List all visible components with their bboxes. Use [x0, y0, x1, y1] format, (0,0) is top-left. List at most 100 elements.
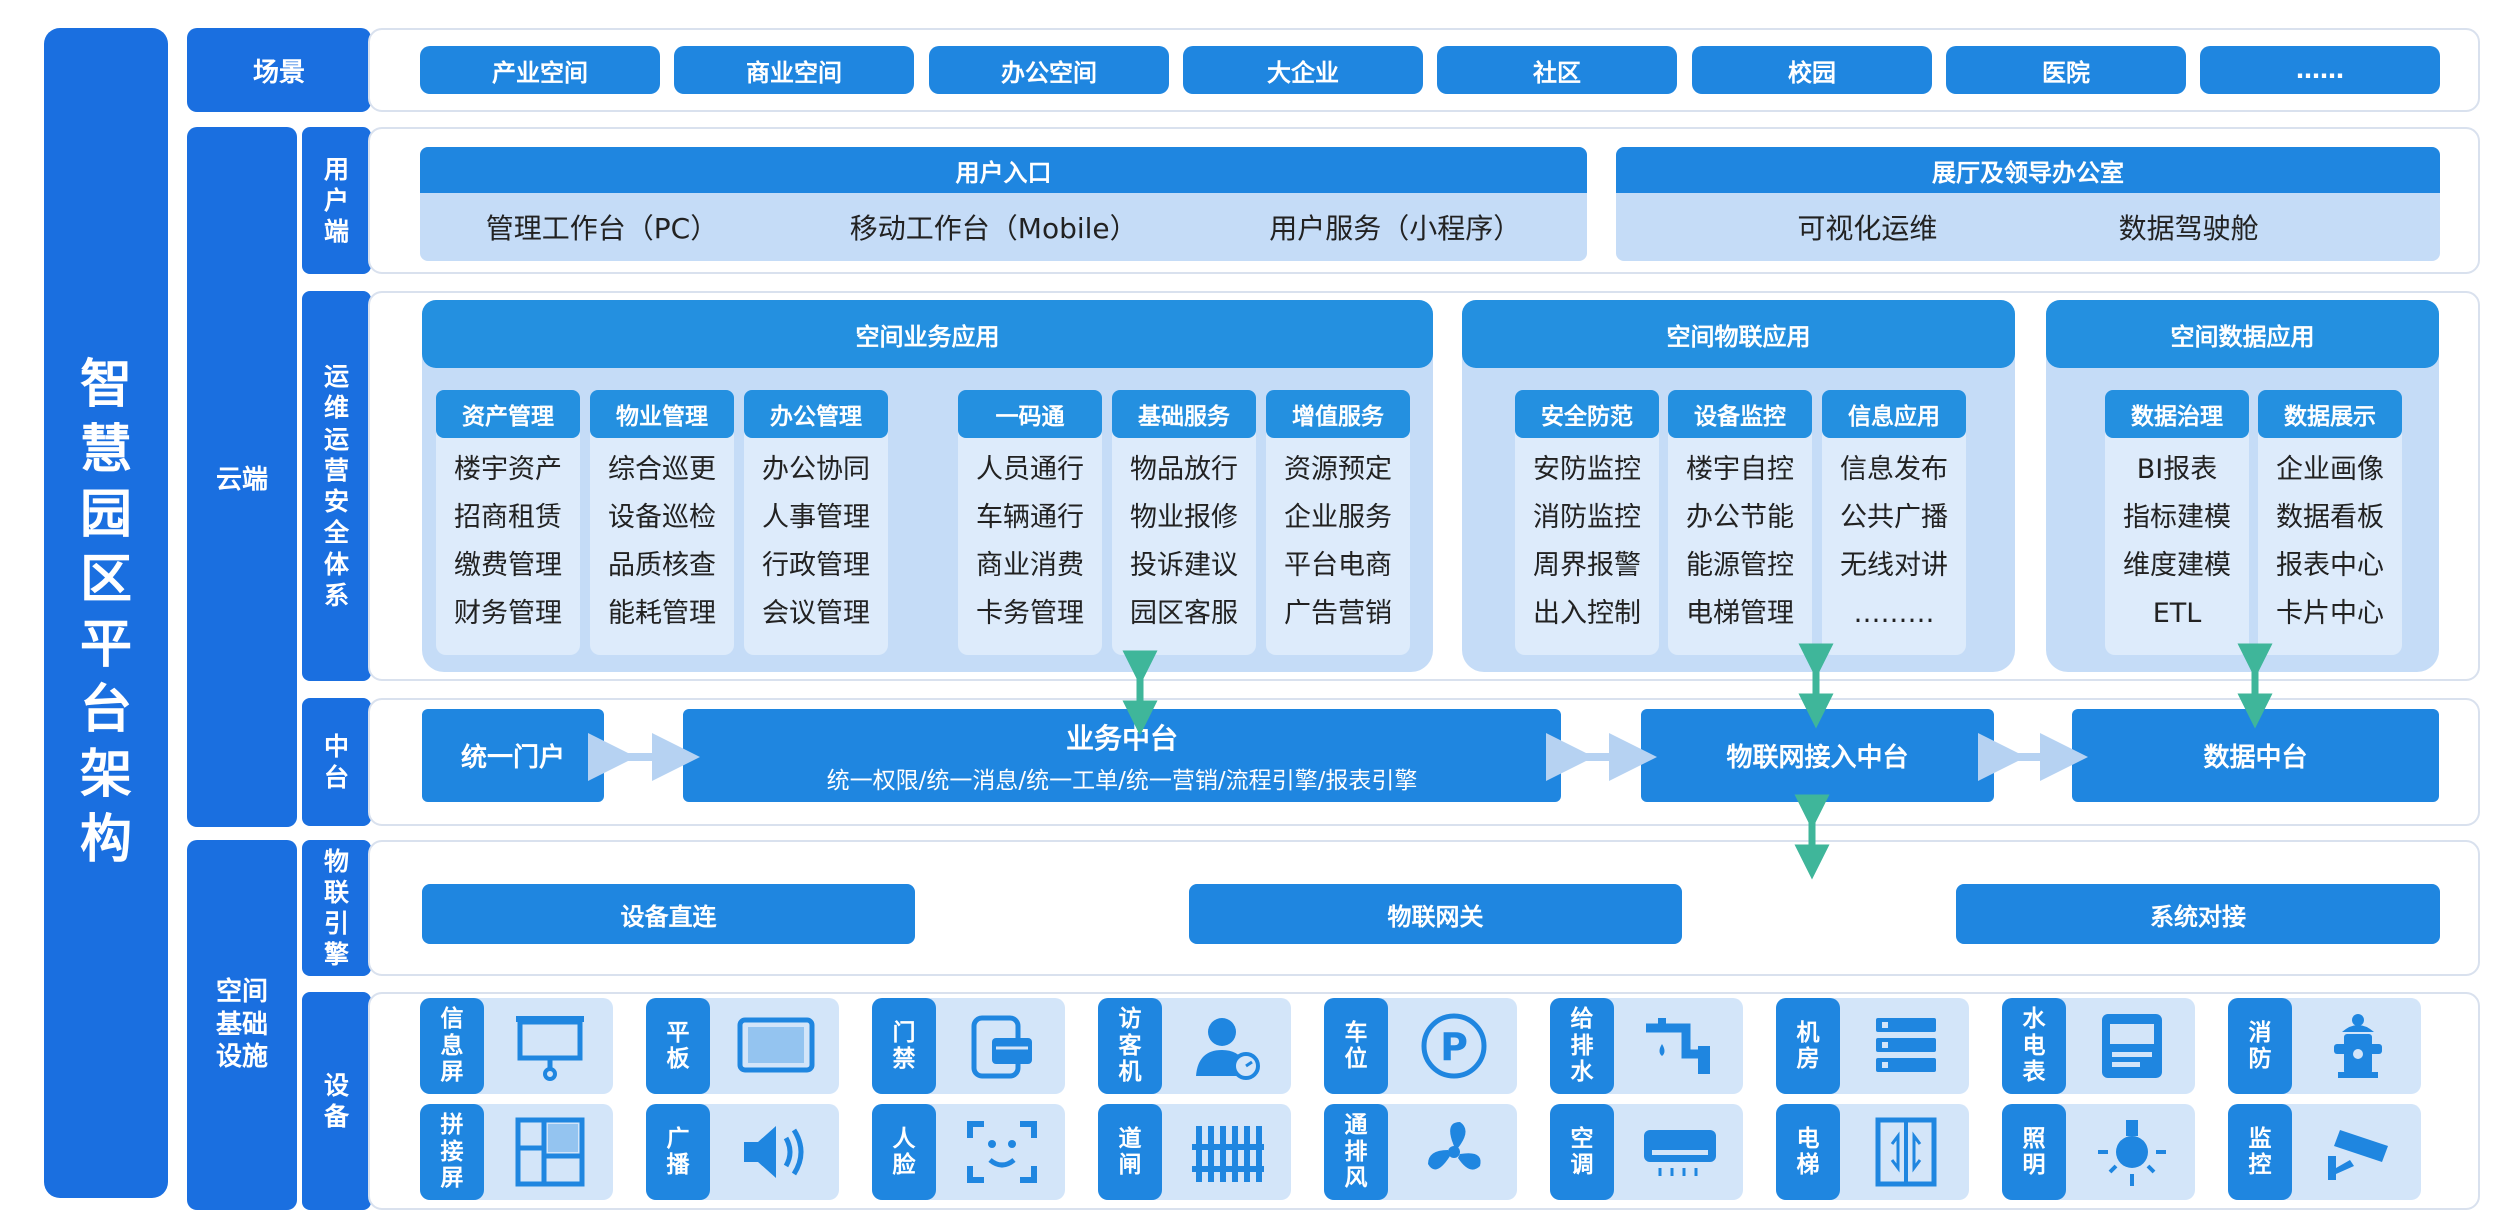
biz-column-head[interactable]: 资产管理 — [436, 390, 580, 438]
biz-column-head[interactable]: 增值服务 — [1266, 390, 1410, 438]
device-card[interactable]: 给排水 — [1550, 998, 1743, 1094]
biz-item[interactable]: 投诉建议 — [1130, 550, 1238, 581]
iot-item[interactable]: 周界报警 — [1533, 550, 1641, 581]
biz-item[interactable]: 综合巡更 — [608, 454, 716, 485]
biz-item[interactable]: 卡务管理 — [976, 598, 1084, 629]
data-item[interactable]: 数据看板 — [2276, 502, 2384, 533]
device-card[interactable]: 人脸 — [872, 1104, 1065, 1200]
data-column: 数据展示企业画像数据看板报表中心卡片中心 — [2258, 390, 2402, 655]
biz-item[interactable]: 资源预定 — [1284, 454, 1392, 485]
iot-item[interactable]: 楼宇自控 — [1686, 454, 1794, 485]
device-card[interactable]: 监控 — [2228, 1104, 2421, 1200]
scene-item[interactable]: 医院 — [1946, 46, 2186, 94]
data-column-head[interactable]: 数据展示 — [2258, 390, 2402, 438]
system-integration[interactable]: 系统对接 — [1956, 884, 2440, 944]
iot-item[interactable]: 无线对讲 — [1840, 550, 1948, 581]
unified-portal[interactable]: 统一门户 — [422, 709, 604, 802]
user-entry-mobile[interactable]: 移动工作台（Mobile） — [849, 212, 1138, 245]
user-end-label-text: 用户端 — [324, 154, 350, 247]
scene-item[interactable]: 社区 — [1437, 46, 1677, 94]
biz-item[interactable]: 楼宇资产 — [454, 454, 562, 485]
biz-column-head[interactable]: 办公管理 — [744, 390, 888, 438]
iot-column: 安全防范安防监控消防监控周界报警出入控制 — [1515, 390, 1659, 655]
biz-column-head[interactable]: 一码通 — [958, 390, 1102, 438]
iot-access-platform[interactable]: 物联网接入中台 — [1641, 709, 1994, 802]
iot-item[interactable]: 消防监控 — [1533, 502, 1641, 533]
biz-item[interactable]: 物品放行 — [1130, 454, 1238, 485]
data-item[interactable]: BI报表 — [2136, 454, 2218, 485]
cloud-label-text: 云端 — [215, 464, 268, 495]
device-card[interactable]: 平板 — [646, 998, 839, 1094]
iot-column-head[interactable]: 设备监控 — [1668, 390, 1812, 438]
iot-item[interactable]: 安防监控 — [1533, 454, 1641, 485]
biz-item[interactable]: 品质核查 — [608, 550, 716, 581]
biz-item[interactable]: 行政管理 — [762, 550, 870, 581]
scene-item[interactable]: 大企业 — [1183, 46, 1423, 94]
scene-item[interactable]: 校园 — [1692, 46, 1932, 94]
scene-item[interactable]: …… — [2200, 46, 2440, 94]
device-label-text: 平板 — [666, 1019, 690, 1072]
device-card[interactable]: 广播 — [646, 1104, 839, 1200]
data-item[interactable]: ETL — [2152, 598, 2202, 629]
iot-item[interactable]: 公共广播 — [1840, 502, 1948, 533]
device-card[interactable]: 通排风 — [1324, 1104, 1517, 1200]
device-card[interactable]: 门禁 — [872, 998, 1065, 1094]
biz-item[interactable]: 人员通行 — [976, 454, 1084, 485]
biz-item[interactable]: 园区客服 — [1130, 598, 1238, 629]
device-card[interactable]: 水电表 — [2002, 998, 2195, 1094]
iot-item[interactable]: 信息发布 — [1840, 454, 1948, 485]
biz-item[interactable]: 设备巡检 — [608, 502, 716, 533]
data-item[interactable]: 报表中心 — [2276, 550, 2384, 581]
device-card[interactable]: 空调 — [1550, 1104, 1743, 1200]
biz-item[interactable]: 缴费管理 — [454, 550, 562, 581]
biz-item[interactable]: 广告营销 — [1284, 598, 1392, 629]
biz-item[interactable]: 会议管理 — [762, 598, 870, 629]
biz-item[interactable]: 车辆通行 — [976, 502, 1084, 533]
device-card[interactable]: 照明 — [2002, 1104, 2195, 1200]
user-entry-miniapp[interactable]: 用户服务（小程序） — [1269, 212, 1522, 245]
iot-item[interactable]: 出入控制 — [1533, 598, 1641, 629]
device-card[interactable]: 电梯 — [1776, 1104, 1969, 1200]
speaker-icon — [744, 1126, 804, 1178]
device-card[interactable]: 信息屏 — [420, 998, 613, 1094]
biz-item[interactable]: 财务管理 — [454, 598, 562, 629]
biz-item[interactable]: 商业消费 — [976, 550, 1084, 581]
iot-item[interactable]: 能源管控 — [1686, 550, 1794, 581]
iot-gateway[interactable]: 物联网关 — [1189, 884, 1682, 944]
data-item[interactable]: 指标建模 — [2123, 502, 2231, 533]
biz-item[interactable]: 能耗管理 — [608, 598, 716, 629]
data-item[interactable]: 卡片中心 — [2276, 598, 2384, 629]
data-middle-platform[interactable]: 数据中台 — [2072, 709, 2439, 802]
device-card[interactable]: 访客机 — [1098, 998, 1291, 1094]
user-entry-pc[interactable]: 管理工作台（PC） — [485, 212, 719, 245]
scene-item[interactable]: 办公空间 — [929, 46, 1169, 94]
device-direct-connect[interactable]: 设备直连 — [422, 884, 915, 944]
data-column-head[interactable]: 数据治理 — [2105, 390, 2249, 438]
iot-column-head[interactable]: 信息应用 — [1822, 390, 1966, 438]
scene-item[interactable]: 商业空间 — [674, 46, 914, 94]
biz-item[interactable]: 人事管理 — [762, 502, 870, 533]
exhibit-visual-ops[interactable]: 可视化运维 — [1797, 212, 1938, 245]
iot-item[interactable]: ……… — [1853, 598, 1935, 629]
data-item[interactable]: 维度建模 — [2123, 550, 2231, 581]
biz-item[interactable]: 物业报修 — [1130, 502, 1238, 533]
iot-item[interactable]: 电梯管理 — [1686, 598, 1794, 629]
biz-item[interactable]: 平台电商 — [1284, 550, 1392, 581]
device-card[interactable]: 消防 — [2228, 998, 2421, 1094]
business-middle-platform[interactable]: 业务中台 统一权限/统一消息/统一工单/统一营销/流程引擎/报表引擎 — [683, 709, 1561, 802]
data-item[interactable]: 企业画像 — [2276, 454, 2384, 485]
scene-item[interactable]: 产业空间 — [420, 46, 660, 94]
biz-item[interactable]: 办公协同 — [762, 454, 870, 485]
biz-column-head[interactable]: 基础服务 — [1112, 390, 1256, 438]
device-card[interactable]: 拼接屏 — [420, 1104, 613, 1200]
iot-item[interactable]: 办公节能 — [1686, 502, 1794, 533]
device-card[interactable]: 道闸 — [1098, 1104, 1291, 1200]
biz-item[interactable]: 企业服务 — [1284, 502, 1392, 533]
iot-column-head[interactable]: 安全防范 — [1515, 390, 1659, 438]
biz-item[interactable]: 招商租赁 — [454, 502, 562, 533]
biz-column-head[interactable]: 物业管理 — [590, 390, 734, 438]
face-scan-icon — [967, 1121, 1037, 1183]
device-card[interactable]: 机房 — [1776, 998, 1969, 1094]
exhibit-data-cockpit[interactable]: 数据驾驶舱 — [2118, 212, 2259, 245]
